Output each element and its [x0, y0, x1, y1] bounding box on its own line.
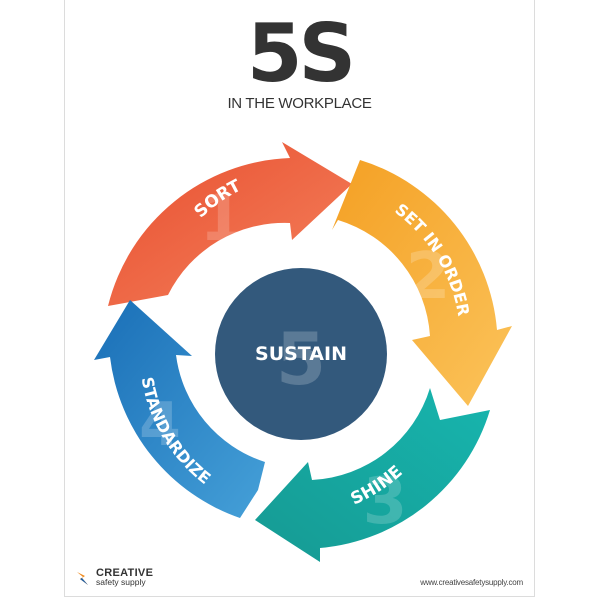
step-4-number: 4 — [139, 390, 181, 460]
brand-logo: CREATIVE safety supply — [76, 568, 153, 587]
step-1-sort-arrow: 1 SORT — [108, 142, 352, 306]
website-url: www.creativesafetysupply.com — [420, 578, 523, 587]
brand-name-line1: CREATIVE — [96, 567, 154, 579]
page-title: 5S — [246, 7, 356, 100]
center-sustain-circle: 5 SUSTAIN — [215, 268, 387, 440]
page-subtitle: IN THE WORKPLACE — [227, 95, 372, 112]
step-2-number: 2 — [406, 240, 451, 314]
step-3-shine-arrow: 3 SHINE — [255, 388, 490, 562]
step-3-number: 3 — [363, 465, 408, 539]
step-1-number: 1 — [200, 182, 245, 256]
brand-name-line2: safety supply — [96, 577, 146, 587]
brand-logo-icon — [77, 571, 88, 585]
center-label: SUSTAIN — [255, 343, 347, 365]
center-number: 5 — [276, 317, 326, 401]
footer-area: CREATIVE safety supply www.creativesafet… — [64, 0, 535, 597]
